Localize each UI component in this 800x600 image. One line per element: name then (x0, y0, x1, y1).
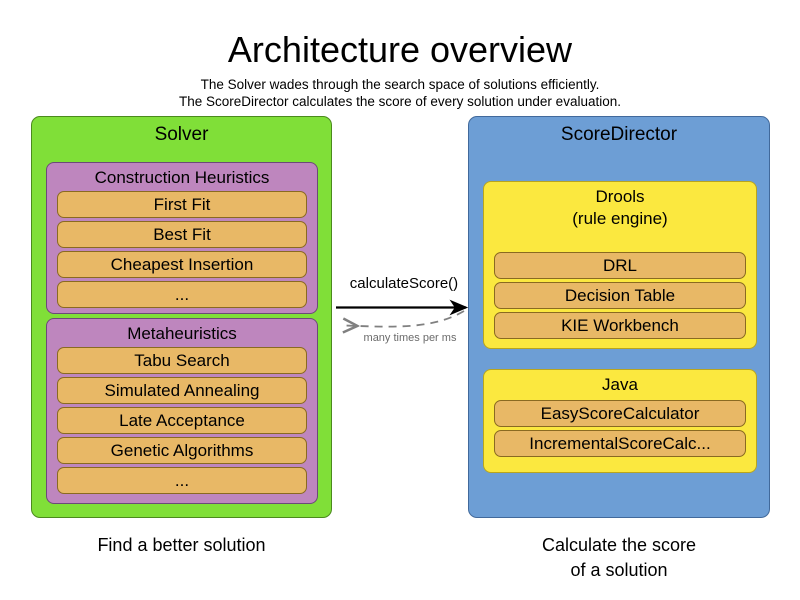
list-item: Best Fit (57, 221, 307, 248)
list-item: Cheapest Insertion (57, 251, 307, 278)
arrow-return-label: many times per ms (363, 332, 457, 344)
subtitle-line-2: The ScoreDirector calculates the score o… (179, 94, 621, 109)
caption-solver: Find a better solution (97, 535, 266, 555)
caption-scoredirector-line-2: of a solution (570, 560, 668, 580)
java-item-list: EasyScoreCalculator IncrementalScoreCalc… (494, 400, 746, 457)
list-item: ... (57, 281, 307, 308)
group-drools: Drools (rule engine) DRL Decision Table … (483, 181, 757, 349)
subtitle-line-1: The Solver wades through the search spac… (200, 77, 600, 92)
arrow-forward-label: calculateScore() (349, 275, 459, 292)
drools-item-list: DRL Decision Table KIE Workbench (494, 252, 746, 339)
construction-heuristics-item-list: First Fit Best Fit Cheapest Insertion ..… (57, 191, 307, 308)
list-item: KIE Workbench (494, 312, 746, 339)
metaheuristics-item-list: Tabu Search Simulated Annealing Late Acc… (57, 347, 307, 494)
list-item: Genetic Algorithms (57, 437, 307, 464)
list-item: ... (57, 467, 307, 494)
list-item: Simulated Annealing (57, 377, 307, 404)
arrow-many-times-per-ms (344, 310, 465, 327)
list-item: Decision Table (494, 282, 746, 309)
list-item: Tabu Search (57, 347, 307, 374)
list-item: IncrementalScoreCalc... (494, 430, 746, 457)
list-item: DRL (494, 252, 746, 279)
list-item: EasyScoreCalculator (494, 400, 746, 427)
group-drools-title: Drools (rule engine) (484, 182, 756, 230)
group-drools-title-line-2: (rule engine) (572, 209, 668, 228)
group-java-title: Java (602, 375, 638, 394)
caption-scoredirector: Calculate the score of a solution (468, 533, 770, 583)
group-metaheuristics: Metaheuristics Tabu Search Simulated Ann… (46, 318, 318, 504)
solver-panel-title: Solver (154, 124, 209, 145)
caption-scoredirector-line-1: Calculate the score (541, 535, 697, 555)
list-item: First Fit (57, 191, 307, 218)
scoredirector-panel: ScoreDirector Drools (rule engine) DRL D… (468, 116, 770, 518)
group-java: Java EasyScoreCalculator IncrementalScor… (483, 369, 757, 473)
group-metaheuristics-title: Metaheuristics (127, 324, 237, 343)
page-title: Architecture overview (227, 29, 573, 70)
diagram-header: Architecture overview The Solver wades t… (0, 0, 800, 110)
solver-panel: Solver Construction Heuristics First Fit… (31, 116, 332, 518)
group-construction-heuristics: Construction Heuristics First Fit Best F… (46, 162, 318, 314)
list-item: Late Acceptance (57, 407, 307, 434)
scoredirector-panel-title: ScoreDirector (560, 124, 678, 145)
group-drools-title-line-1: Drools (595, 187, 645, 206)
group-construction-heuristics-title: Construction Heuristics (94, 168, 270, 187)
